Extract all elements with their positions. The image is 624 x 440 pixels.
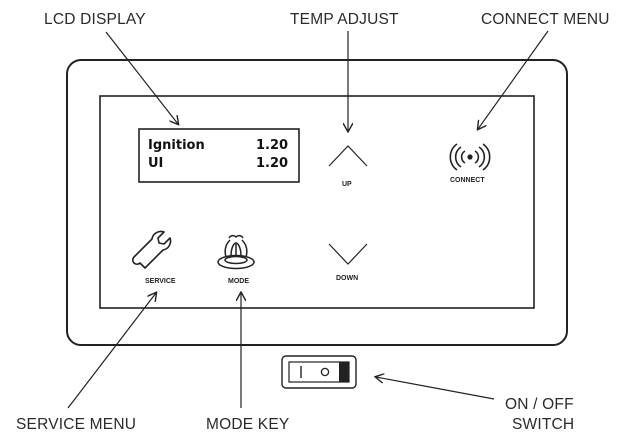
lcd-row-1-label: Ignition bbox=[148, 138, 205, 153]
mode-key-label: MODE KEY bbox=[206, 416, 290, 433]
connect-menu-arrow bbox=[478, 30, 549, 129]
switch-label: SWITCH bbox=[512, 416, 575, 433]
rocker-switch-icon bbox=[281, 355, 357, 389]
down-button[interactable] bbox=[322, 236, 374, 286]
up-button-label: UP bbox=[342, 181, 352, 188]
up-button[interactable] bbox=[322, 138, 374, 190]
connect-menu-label: CONNECT MENU bbox=[481, 11, 610, 28]
lcd-row-2-label: UI bbox=[148, 156, 164, 171]
callout-arrows bbox=[67, 30, 549, 409]
lcd-screen bbox=[138, 128, 300, 183]
service-menu-label: SERVICE MENU bbox=[16, 416, 137, 433]
service-button-label: SERVICE bbox=[145, 278, 176, 285]
wireless-signal-icon bbox=[449, 143, 491, 171]
on-off-switch[interactable] bbox=[282, 356, 356, 388]
chevron-down-icon bbox=[328, 243, 368, 265]
chevron-up-icon bbox=[328, 145, 368, 167]
connect-button[interactable] bbox=[446, 138, 496, 186]
on-off-arrow bbox=[376, 377, 495, 400]
lcd-display-arrow bbox=[105, 31, 178, 124]
down-button-label: DOWN bbox=[336, 275, 359, 282]
lcd-display-label: LCD DISPLAY bbox=[44, 11, 146, 28]
temp-adjust-label: TEMP ADJUST bbox=[290, 11, 399, 28]
mode-button[interactable] bbox=[212, 232, 262, 286]
spa-jets-icon bbox=[217, 234, 255, 270]
service-button[interactable] bbox=[128, 228, 182, 286]
wrench-icon bbox=[131, 230, 172, 269]
on-off-label: ON / OFF bbox=[505, 396, 574, 413]
mode-button-label: MODE bbox=[228, 278, 249, 285]
lcd-row-2-value: 1.20 bbox=[256, 156, 289, 171]
connect-button-label: CONNECT bbox=[450, 177, 485, 184]
lcd-row-1-value: 1.20 bbox=[256, 138, 289, 153]
service-menu-arrow bbox=[67, 293, 156, 409]
